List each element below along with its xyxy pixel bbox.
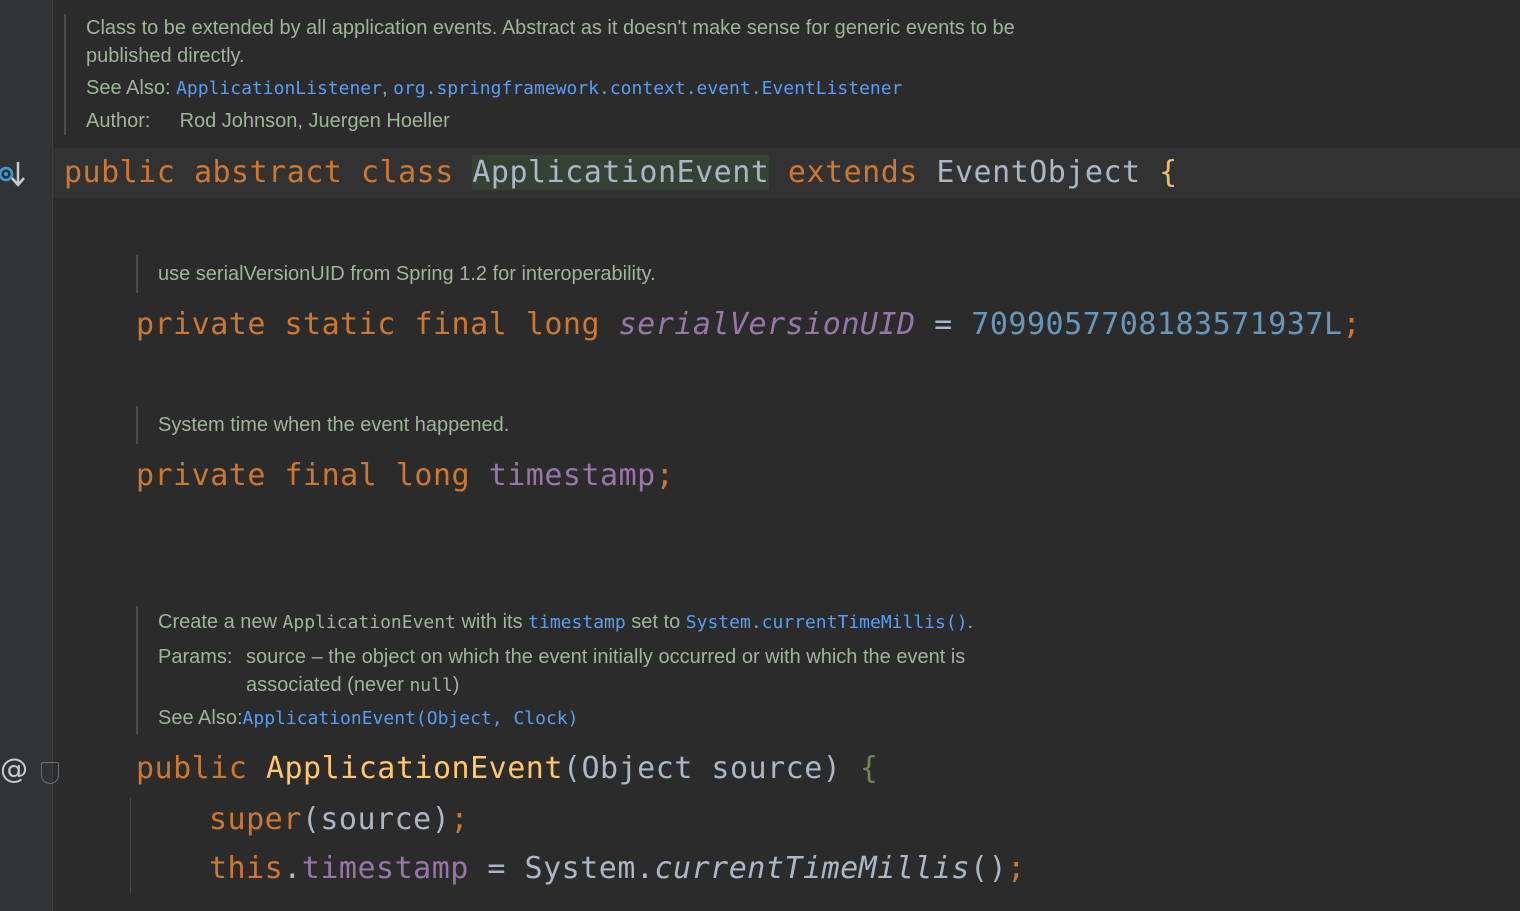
ctor-doc-line1: Create a new ApplicationEvent with its t… <box>158 606 973 639</box>
field-serial-version-uid[interactable]: serialVersionUID <box>618 307 916 342</box>
kw-private: private <box>136 458 266 493</box>
class-doc-see-also: See Also: ApplicationListener, org.sprin… <box>86 74 1015 103</box>
semicolon: ; <box>655 458 675 493</box>
timestamp-assign-line[interactable]: this.timestamp = System.currentTimeMilli… <box>209 851 1026 886</box>
open-brace: { <box>859 751 879 786</box>
semicolon: ; <box>1342 307 1362 342</box>
timestamp-javadoc: System time when the event happened. <box>136 406 509 444</box>
class-doc-line1: Class to be extended by all application … <box>86 17 1015 39</box>
kw-final: final <box>414 307 508 342</box>
ctor-doc-params: Params: source – the object on which the … <box>158 643 973 671</box>
ctor-doc-text: Create a new <box>158 611 277 633</box>
equals-sign: = <box>934 307 953 342</box>
params-line1: source – the object on which the event i… <box>246 646 966 668</box>
implementations-icon[interactable] <box>0 158 26 190</box>
serial-doc-line: use serialVersionUID from Spring 1.2 for… <box>158 263 656 285</box>
open-brace: { <box>1159 155 1178 190</box>
class-doc-author: Author: Rod Johnson, Juergen Hoeller <box>86 107 1015 135</box>
class-doc-line2: published directly. <box>86 45 245 67</box>
kw-this: this <box>209 851 284 886</box>
editor-gutter[interactable]: @ <box>0 0 59 911</box>
kw-abstract: abstract <box>193 155 343 190</box>
dot: . <box>283 851 302 886</box>
constructor-name[interactable]: ApplicationEvent <box>265 751 563 786</box>
semicolon: ; <box>450 802 469 837</box>
params-null-code: null <box>409 675 453 696</box>
indent-guide <box>130 798 131 893</box>
constructor-javadoc: Create a new ApplicationEvent with its t… <box>136 606 973 734</box>
params-line2-text: associated (never <box>246 674 404 696</box>
kw-long: long <box>395 458 471 493</box>
serial-version-field[interactable]: private static final long serialVersionU… <box>136 307 1361 342</box>
super-args: (source) <box>301 802 451 837</box>
ctor-doc-text: set to <box>631 611 681 633</box>
field-timestamp-ref[interactable]: timestamp <box>301 851 469 886</box>
author-value: Rod Johnson, Juergen Hoeller <box>179 110 450 132</box>
ctor-doc-code-class: ApplicationEvent <box>282 612 456 633</box>
kw-public: public <box>64 155 176 190</box>
kw-private: private <box>136 307 266 342</box>
see-also-link-ctor[interactable]: ApplicationEvent(Object, Clock) <box>242 708 579 729</box>
see-also-label: See Also: <box>86 77 171 99</box>
see-also-link-event-listener[interactable]: org.springframework.context.event.EventL… <box>393 78 903 99</box>
fold-icon[interactable] <box>41 762 59 784</box>
see-also-label: See Also: <box>158 707 243 729</box>
timestamp-field[interactable]: private final long timestamp; <box>136 458 674 493</box>
field-timestamp[interactable]: timestamp <box>488 458 656 493</box>
caret-line-highlight <box>53 148 1520 198</box>
params-line2-end: ) <box>452 674 460 696</box>
ctor-doc-see-also: See Also:ApplicationEvent(Object, Clock) <box>158 702 973 735</box>
class-javadoc: Class to be extended by all application … <box>64 14 1015 135</box>
serial-javadoc: use serialVersionUID from Spring 1.2 for… <box>136 255 656 293</box>
kw-class: class <box>361 155 454 190</box>
kw-extends: extends <box>787 155 918 190</box>
assign-system: = System. <box>468 851 655 886</box>
see-also-sep: , <box>381 77 388 99</box>
see-also-link-listener[interactable]: ApplicationListener <box>176 78 382 99</box>
timestamp-doc-line: System time when the event happened. <box>158 414 510 436</box>
current-time-millis-call[interactable]: currentTimeMillis <box>654 851 971 886</box>
params-label: Params: <box>158 646 233 668</box>
class-name[interactable]: ApplicationEvent <box>472 155 770 190</box>
parent-class[interactable]: EventObject <box>936 155 1141 190</box>
semicolon: ; <box>1007 851 1026 886</box>
ctor-doc-params-cont: associated (never null) <box>158 671 973 700</box>
ctor-doc-text: with its <box>461 611 523 633</box>
constructor-params: (Object source) <box>562 751 842 786</box>
super-call-line[interactable]: super(source); <box>209 802 469 837</box>
kw-public: public <box>136 751 248 786</box>
class-declaration[interactable]: public abstract class ApplicationEvent e… <box>64 155 1178 190</box>
call-parens: () <box>970 851 1008 886</box>
constructor-declaration[interactable]: public ApplicationEvent(Object source) { <box>136 751 878 786</box>
serial-value: 7099057708183571937L <box>971 307 1343 342</box>
kw-super: super <box>209 802 302 837</box>
kw-long: long <box>525 307 601 342</box>
ctor-doc-link-current-time[interactable]: System.currentTimeMillis() <box>685 612 968 633</box>
at-sign-icon[interactable]: @ <box>0 752 28 785</box>
author-label: Author: <box>86 110 151 132</box>
ctor-doc-link-timestamp[interactable]: timestamp <box>528 612 626 633</box>
kw-final: final <box>284 458 378 493</box>
ctor-doc-text: . <box>967 611 974 633</box>
kw-static: static <box>284 307 396 342</box>
